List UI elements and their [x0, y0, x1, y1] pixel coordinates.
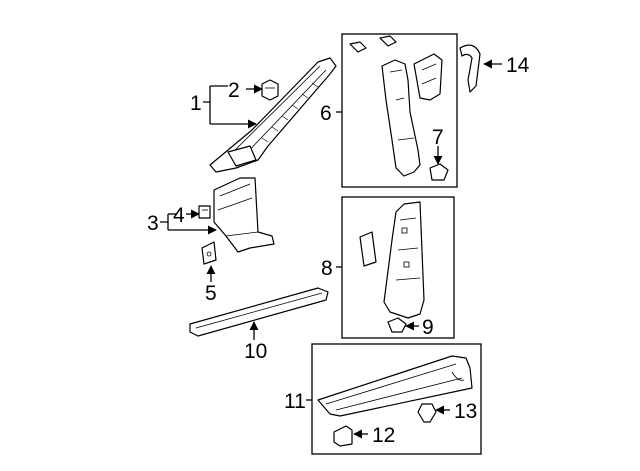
callout-3: 3 — [147, 212, 159, 235]
callout-2: 2 — [228, 79, 240, 102]
callout-10: 10 — [244, 340, 267, 363]
clip-part-13 — [417, 403, 437, 423]
callout-labels: 1 2 3 4 5 6 7 8 9 10 11 12 13 14 — [147, 54, 530, 447]
detail-box-rear-scuff — [311, 343, 482, 455]
callout-6: 6 — [320, 102, 332, 125]
bracket-part-5 — [201, 241, 217, 265]
callout-13: 13 — [454, 400, 477, 423]
rear-scuff-plate — [317, 355, 473, 417]
callout-1: 1 — [190, 92, 202, 115]
scuff-plate-part-10 — [189, 287, 329, 337]
clip-part-4 — [198, 205, 211, 219]
pillar-texture — [261, 82, 319, 143]
callout-14: 14 — [506, 54, 530, 77]
callout-7: 7 — [432, 126, 444, 149]
quarter-trim-panel — [359, 201, 425, 319]
callout-4: 4 — [173, 204, 185, 227]
center-pillar-garnish — [349, 35, 443, 177]
clip-part-7 — [429, 163, 449, 181]
clip-part-9 — [387, 317, 407, 333]
callout-5: 5 — [205, 282, 217, 305]
detail-box-center-pillar — [341, 33, 458, 188]
callout-12: 12 — [372, 424, 395, 447]
callout-9: 9 — [422, 316, 434, 339]
clip-part-2 — [261, 79, 279, 101]
callout-11: 11 — [284, 390, 306, 413]
front-pillar-garnish — [209, 57, 337, 173]
leader-lines — [160, 59, 502, 439]
grab-handle-part-14 — [459, 44, 481, 93]
callout-8: 8 — [321, 257, 333, 280]
clip-part-12 — [333, 425, 353, 447]
lower-pillar-trim — [213, 177, 275, 253]
